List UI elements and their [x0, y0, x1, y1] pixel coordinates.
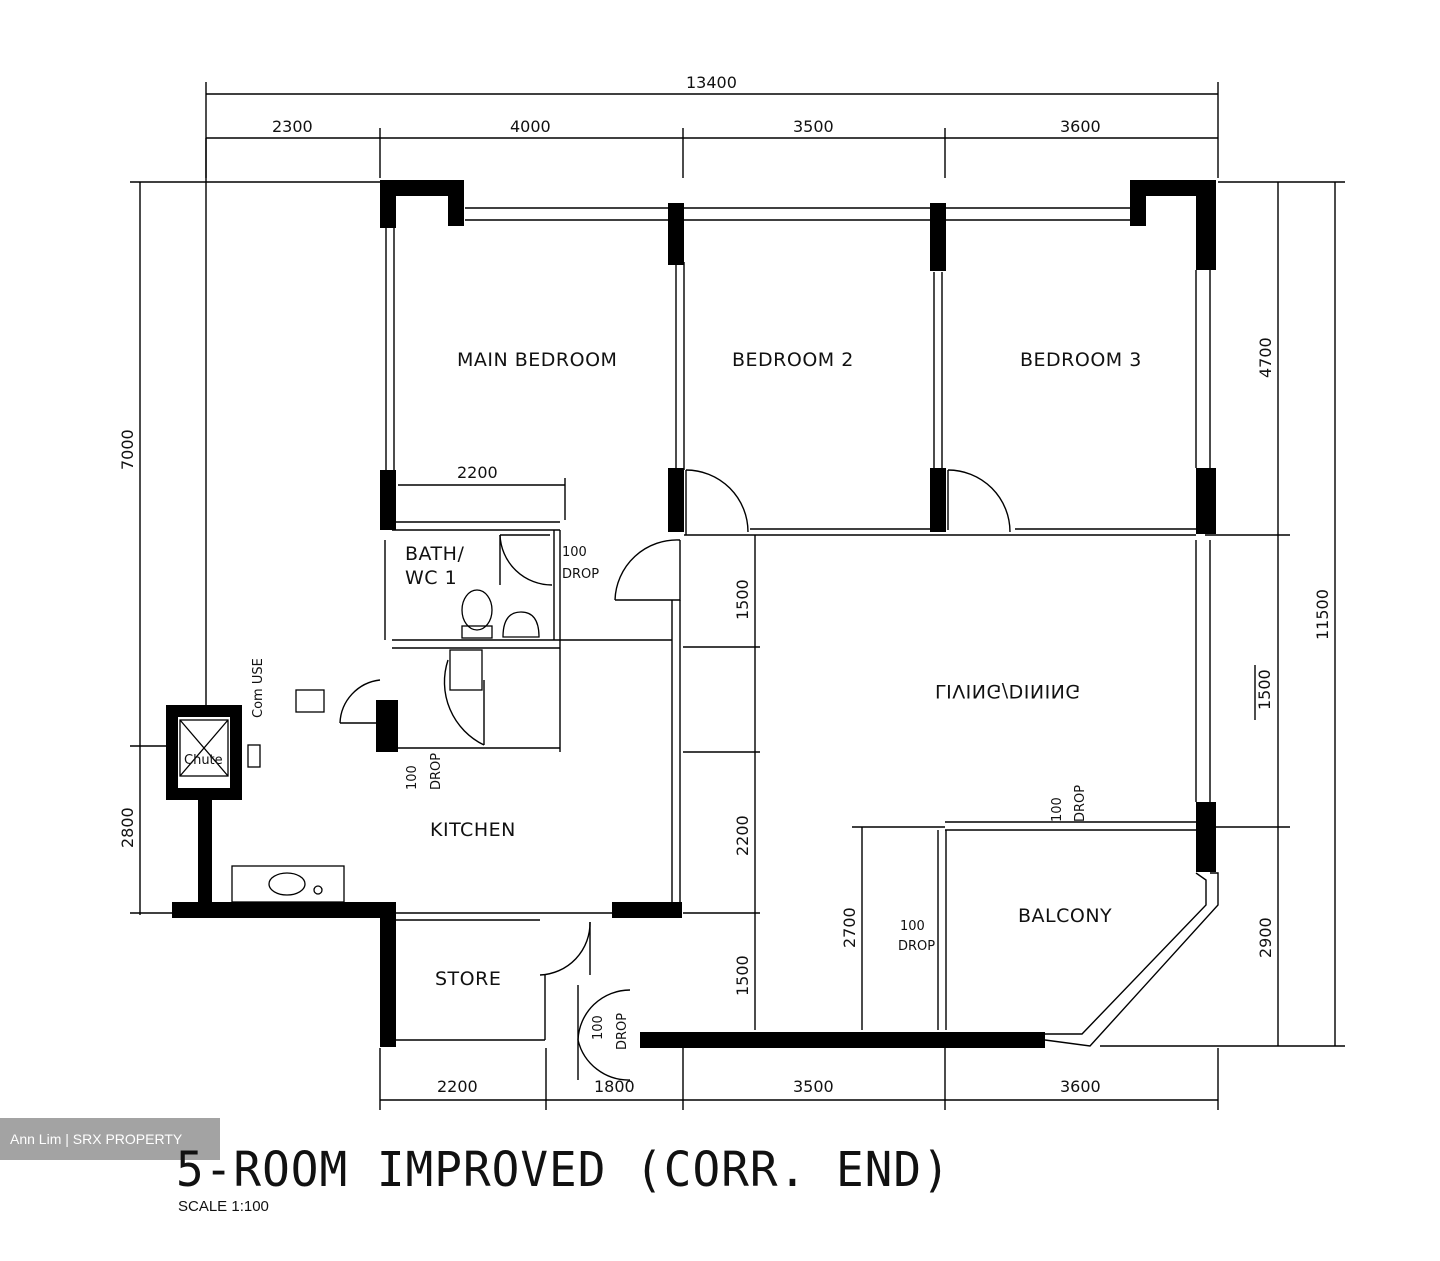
refuse-chute-note: Chute: [184, 753, 223, 768]
drop-balcony-side-label: DROP: [898, 939, 935, 954]
label-main-bedroom: MAIN BEDROOM: [457, 349, 617, 371]
drop-kitchen-value: 100: [405, 765, 420, 790]
shower-tray-icon: [449, 649, 483, 691]
drop-balcony-side-value: 100: [900, 919, 925, 934]
dim-top-3: 3500: [793, 117, 834, 136]
dim-top-4: 3600: [1060, 117, 1101, 136]
sink-icon: [231, 865, 345, 903]
drop-balcony-top-value: 100: [1050, 797, 1065, 822]
label-bath-line1: BATH/: [405, 543, 464, 565]
refuse-chute-box-icon: [179, 719, 229, 777]
dimension-lines: [130, 82, 1345, 1110]
fixtures: [179, 589, 540, 903]
drop-bath-value: 100: [562, 545, 587, 560]
structural-walls: [166, 180, 1216, 1048]
dim-bath-2200: 2200: [457, 463, 498, 482]
dim-inner-1500-lower: 1500: [733, 955, 752, 996]
toilet-icon: [461, 589, 493, 631]
dim-bottom-2: 1800: [594, 1077, 635, 1096]
dim-top-2: 4000: [510, 117, 551, 136]
plan-title: 5-ROOM IMPROVED (CORR. END): [176, 1140, 951, 1198]
refuse-chute-cross-icon: [179, 719, 229, 777]
label-bedroom-3: BEDROOM 3: [1020, 349, 1142, 371]
dim-bottom-4: 3600: [1060, 1077, 1101, 1096]
doors: [339, 469, 1011, 1081]
tap-outlet-icon: [247, 744, 261, 768]
label-balcony: BALCONY: [1018, 905, 1112, 927]
label-bath-line2: WC 1: [405, 567, 457, 589]
dim-left-7000: 7000: [118, 429, 137, 470]
drop-balcony-top-label: DROP: [1073, 785, 1088, 822]
dim-inner-2200-mid: 2200: [733, 815, 752, 856]
dim-right-4700: 4700: [1256, 337, 1275, 378]
watermark-badge: Ann Lim | SRX PROPERTY: [0, 1118, 220, 1160]
drop-entrance-value: 100: [591, 1015, 606, 1040]
drop-bath-label: DROP: [562, 567, 599, 582]
label-store: STORE: [435, 968, 501, 990]
drop-entrance-label: DROP: [615, 1013, 630, 1050]
label-bedroom-2: BEDROOM 2: [732, 349, 854, 371]
common-use-note: Com USE: [251, 658, 266, 718]
dim-top-1: 2300: [272, 117, 313, 136]
dim-inner-2700: 2700: [840, 907, 859, 948]
basin-icon: [502, 611, 540, 638]
dim-bottom-1: 2200: [437, 1077, 478, 1096]
toilet-tank-icon: [461, 625, 493, 639]
drop-kitchen-label: DROP: [429, 753, 444, 790]
dim-bottom-3: 3500: [793, 1077, 834, 1096]
dim-right-11500: 11500: [1313, 589, 1332, 640]
label-living-dining: LIVING/DINING: [935, 680, 1081, 702]
dim-right-1500: 1500: [1255, 669, 1274, 710]
dim-inner-1500-upper: 1500: [733, 579, 752, 620]
windows-and-partitions: [384, 207, 1219, 1047]
label-kitchen: KITCHEN: [430, 819, 516, 841]
tap-icon: [313, 885, 323, 895]
dim-overall-width: 13400: [686, 73, 737, 92]
sink-bowl-icon: [268, 872, 306, 896]
meter-icon: [295, 689, 325, 713]
plan-scale: SCALE 1:100: [178, 1198, 269, 1215]
dim-left-2800: 2800: [118, 807, 137, 848]
dim-right-2900: 2900: [1256, 917, 1275, 958]
